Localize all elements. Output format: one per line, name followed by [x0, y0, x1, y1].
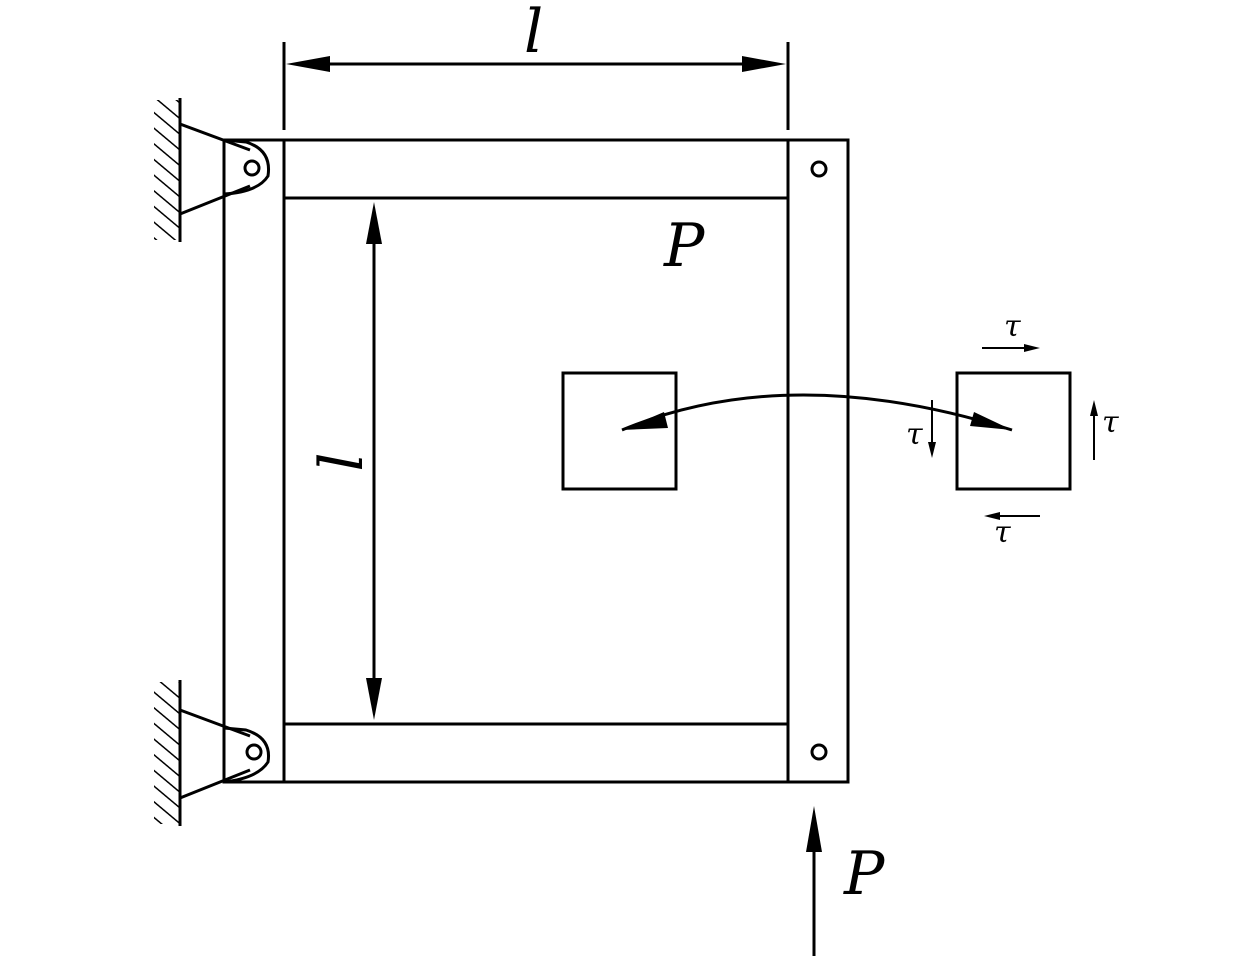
connector-arrow	[621, 393, 1013, 432]
wall-support-top	[154, 98, 182, 242]
tau-arrow-left	[928, 400, 936, 458]
tau-label-right: τ	[1102, 405, 1119, 440]
pin-support-bottom	[179, 708, 271, 800]
load-label-inner: P	[663, 211, 706, 281]
frame	[222, 138, 850, 784]
load-arrow-bottom	[806, 806, 822, 956]
wall-support-bottom	[154, 680, 182, 826]
tau-arrow-top	[982, 344, 1040, 352]
pin-right-top	[810, 160, 828, 178]
tau-arrow-bottom	[984, 512, 1040, 520]
tau-label-top: τ	[1004, 309, 1021, 344]
load-label-bottom: P	[843, 839, 886, 909]
tau-arrow-right	[1090, 400, 1098, 460]
dimension-horizontal	[282, 42, 790, 130]
dimension-horizontal-label: l	[524, 0, 543, 67]
stress-element	[955, 371, 1072, 491]
tau-label-bottom: τ	[994, 515, 1011, 550]
dimension-vertical	[366, 202, 382, 720]
element-square	[561, 371, 678, 491]
pin-right-bottom	[810, 743, 828, 761]
dimension-vertical-label: l	[307, 452, 377, 471]
tau-label-left: τ	[906, 417, 923, 452]
pin-support-top	[179, 122, 271, 216]
